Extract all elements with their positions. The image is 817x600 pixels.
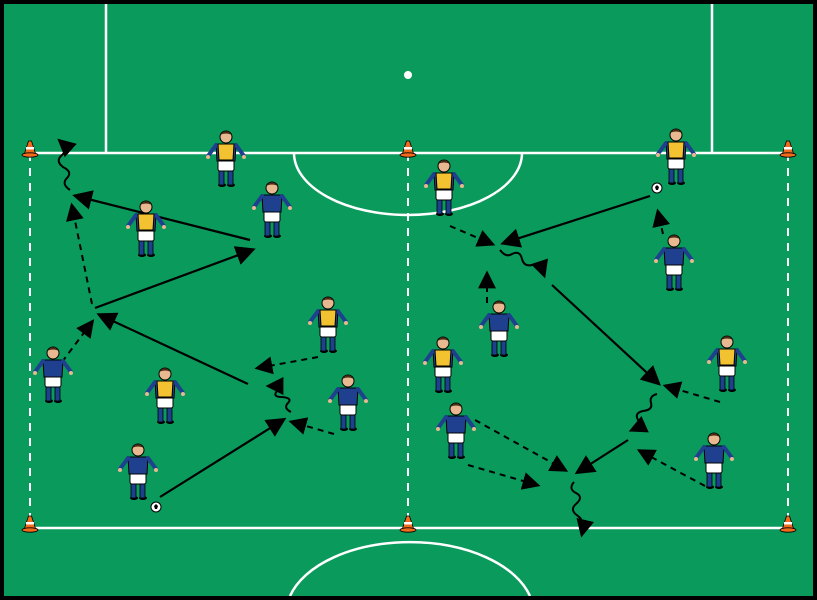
pitch-surface: [4, 4, 813, 596]
ball-icon: [651, 182, 663, 194]
run-arrow: [636, 449, 706, 487]
pass-arrow: [159, 417, 287, 498]
pass-arrow: [574, 439, 629, 475]
dribble-arrow: [570, 481, 595, 538]
left-zone-arrows: [57, 138, 335, 498]
ball-icon: [150, 501, 162, 513]
run-arrow: [66, 202, 93, 305]
run-arrow: [467, 464, 541, 490]
dribble-arrow: [57, 138, 77, 191]
run-arrow: [449, 225, 496, 247]
center-circle: [288, 540, 532, 597]
pitch-markings: [29, 4, 789, 597]
right-zone-arrows: [449, 194, 721, 538]
pass-arrow: [94, 246, 256, 310]
penalty-area: [104, 4, 714, 153]
run-arrow: [662, 381, 721, 403]
dribble-arrow: [499, 249, 548, 279]
run-arrow: [652, 208, 670, 235]
pass-arrow: [72, 190, 251, 242]
run-arrow: [61, 319, 95, 363]
dribble-arrow: [628, 393, 658, 433]
penalty-spot: [404, 71, 412, 79]
run-arrow: [288, 417, 335, 435]
dribble-arrow: [265, 377, 292, 413]
pass-arrow: [500, 194, 651, 248]
pass-arrow: [96, 312, 249, 385]
pass-arrow: [551, 284, 661, 386]
